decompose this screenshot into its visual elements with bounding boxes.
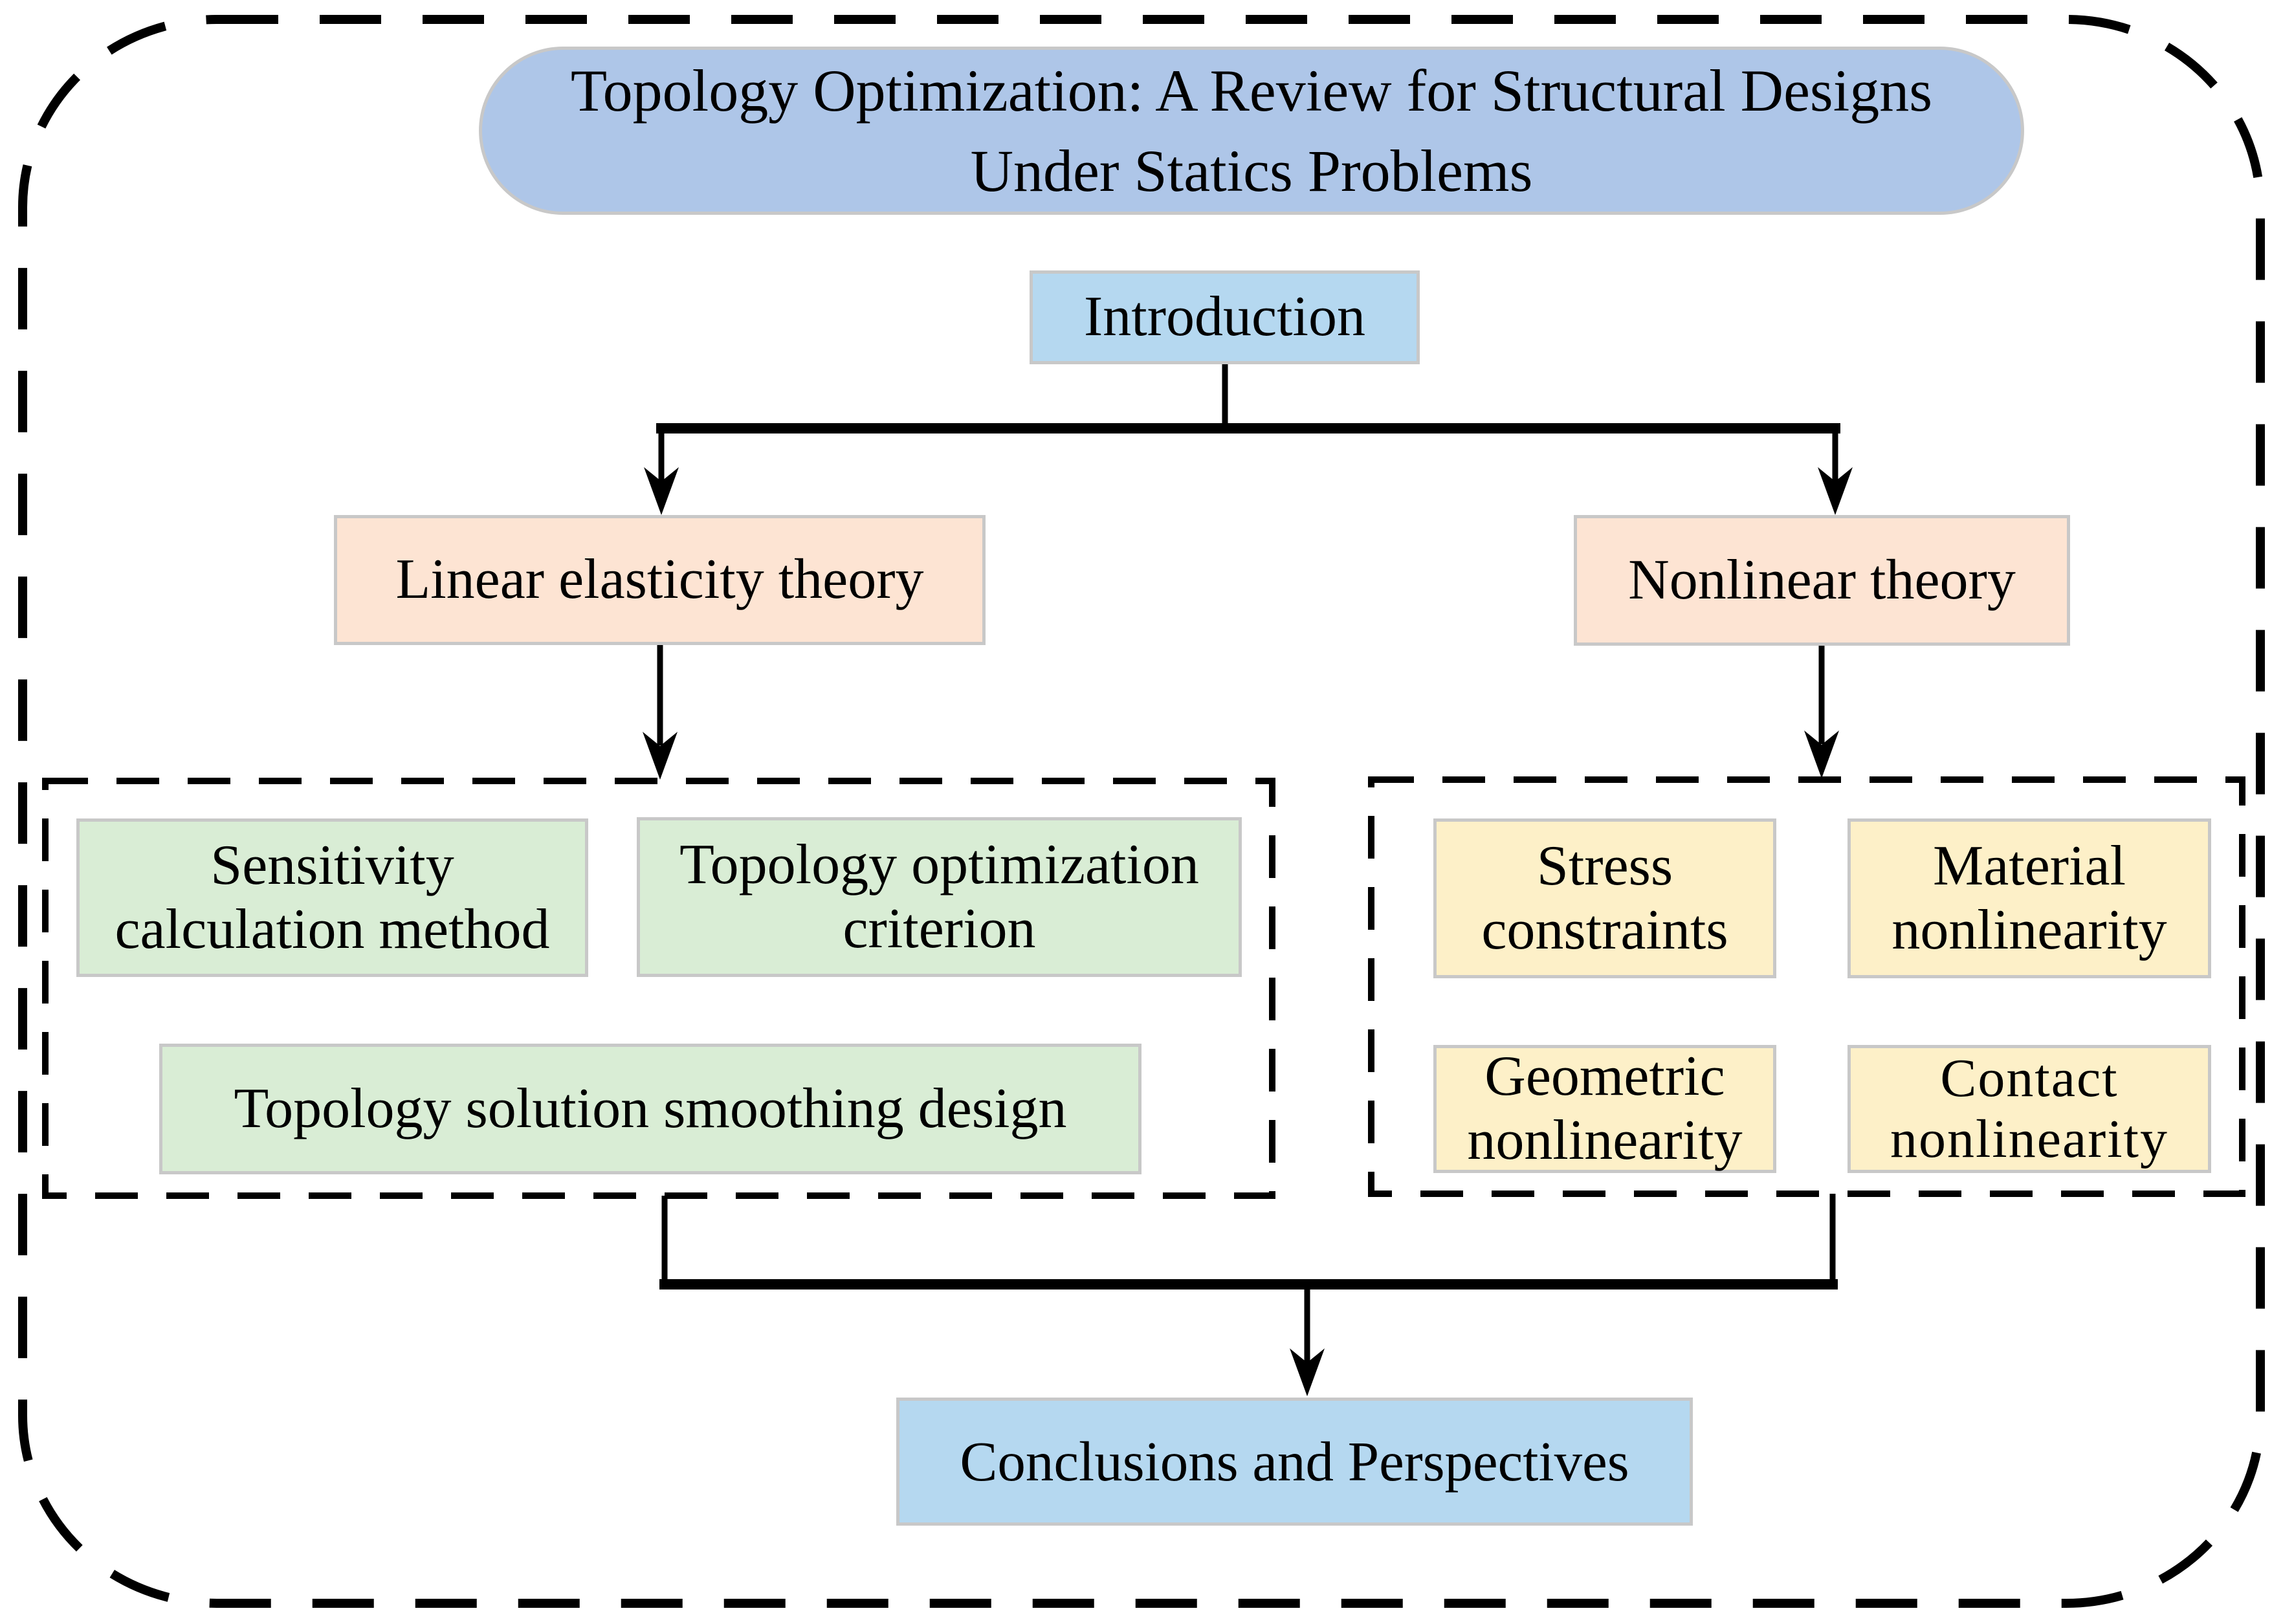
arrowhead-nonlinear-group <box>1804 730 1839 778</box>
node-topology-optimization-criterion: Topology optimization criterion <box>637 817 1242 977</box>
node-topology-solution-smoothing-design: Topology solution smoothing design <box>159 1044 1142 1174</box>
arrowhead-to-nonlinear <box>1818 467 1853 515</box>
outer-dashed-border <box>18 15 2265 1608</box>
node-geometric-nonlinearity: Geometric nonlinearity <box>1433 1045 1776 1173</box>
title-line-1: Topology Optimization: A Review for Stru… <box>570 57 1933 124</box>
arrowhead-to-linear <box>644 467 679 515</box>
arrowhead-conclusions <box>1290 1348 1325 1396</box>
node-contact-nonlinearity: Contact nonlinearity <box>1847 1045 2211 1173</box>
arrowhead-linear-group <box>643 732 678 780</box>
linear-group-dashed-border <box>42 778 1275 1199</box>
node-introduction: Introduction <box>1030 270 1420 364</box>
node-linear-elasticity-theory: Linear elasticity theory <box>334 515 986 645</box>
node-material-nonlinearity: Material nonlinearity <box>1847 818 2211 978</box>
node-nonlinear-theory: Nonlinear theory <box>1574 515 2070 646</box>
nonlinear-group-dashed-border <box>1368 776 2245 1197</box>
title-banner: Topology Optimization: A Review for Stru… <box>479 47 2024 215</box>
title-line-2: Under Statics Problems <box>970 138 1533 204</box>
node-conclusions-and-perspectives: Conclusions and Perspectives <box>896 1398 1693 1526</box>
node-sensitivity-calculation-method: Sensitivity calculation method <box>76 818 588 977</box>
node-stress-constraints: Stress constraints <box>1433 818 1776 978</box>
